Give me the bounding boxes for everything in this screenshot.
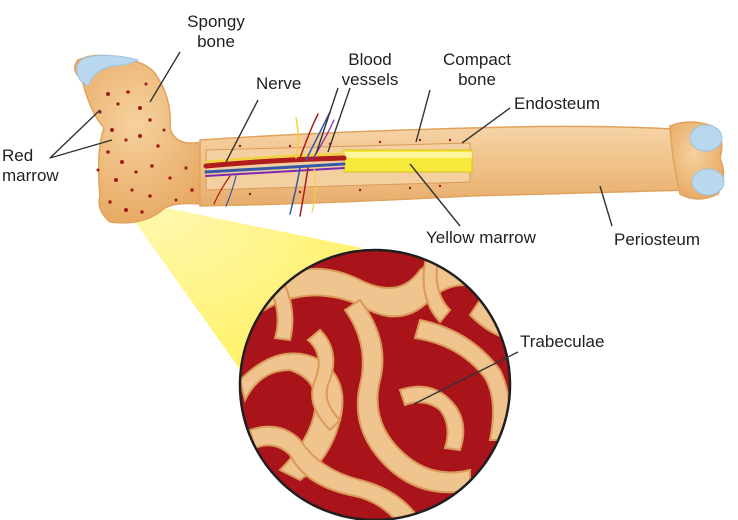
bone-shaft — [199, 125, 691, 207]
red-marrow-speckles — [96, 82, 194, 214]
label-red-marrow: Red marrow — [2, 146, 59, 185]
label-compact-bone: Compact bone — [442, 50, 512, 89]
zoom-cone — [118, 198, 362, 372]
proximal-bone-end — [74, 54, 211, 224]
label-blood-vessels: Blood vessels — [341, 50, 399, 89]
label-nerve: Nerve — [256, 74, 302, 93]
nerve-and-vessels — [203, 111, 347, 217]
leader-lines — [49, 51, 613, 405]
label-periosteum: Periosteum — [614, 230, 700, 249]
label-yellow-marrow: Yellow marrow — [426, 228, 536, 247]
label-endosteum: Endosteum — [514, 94, 600, 113]
magnifier-ring — [238, 248, 512, 520]
distal-bone-end — [669, 121, 725, 200]
label-spongy-bone: Spongy bone — [187, 12, 245, 51]
articular-cartilage — [76, 54, 140, 87]
label-trabeculae: Trabeculae — [520, 332, 605, 351]
